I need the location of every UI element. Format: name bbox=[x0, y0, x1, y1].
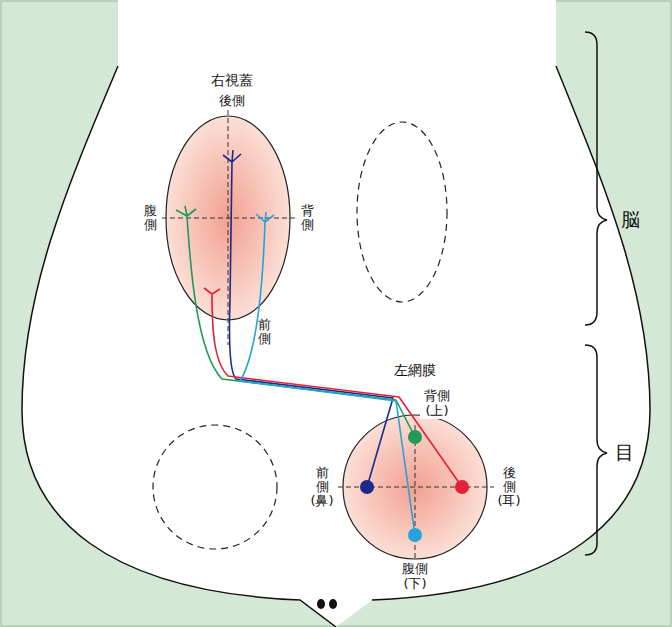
head-outline bbox=[22, 66, 650, 627]
axis-label: 前側 (鼻) bbox=[309, 466, 336, 509]
nostrils bbox=[317, 599, 337, 609]
right-eye-outline bbox=[153, 425, 277, 549]
nerve-fiber bbox=[176, 206, 415, 437]
nerve-fiber bbox=[204, 288, 462, 487]
brackets bbox=[585, 32, 607, 555]
retina-dot bbox=[408, 528, 422, 542]
region-heading: 左網膜 bbox=[394, 362, 436, 378]
axis-label: 後側 (耳) bbox=[496, 466, 523, 509]
axis-label: 背側 bbox=[301, 204, 314, 233]
nerve-fiber bbox=[240, 212, 415, 535]
nerve-fiber bbox=[223, 150, 393, 487]
axis-label: 目 bbox=[615, 442, 634, 464]
axis-label: 腹側 (下) bbox=[398, 562, 431, 592]
left-tectum-outline bbox=[357, 122, 447, 302]
axis-label: 腹側 bbox=[144, 204, 157, 233]
axis-label: 脳 bbox=[621, 209, 640, 231]
retina-dot bbox=[408, 430, 422, 444]
head-fill bbox=[22, 0, 650, 627]
axis-label: 背側 (上) bbox=[420, 389, 453, 419]
axes bbox=[162, 110, 494, 558]
axis-label: 後側 bbox=[219, 94, 245, 109]
retina-region: 左網膜 bbox=[343, 415, 487, 559]
axis-label: 前側 bbox=[258, 318, 271, 347]
tectum-region: 右視蓋 bbox=[166, 116, 290, 320]
region-heading: 右視蓋 bbox=[211, 72, 253, 88]
retina-dot bbox=[360, 480, 374, 494]
retina-dot bbox=[455, 480, 469, 494]
